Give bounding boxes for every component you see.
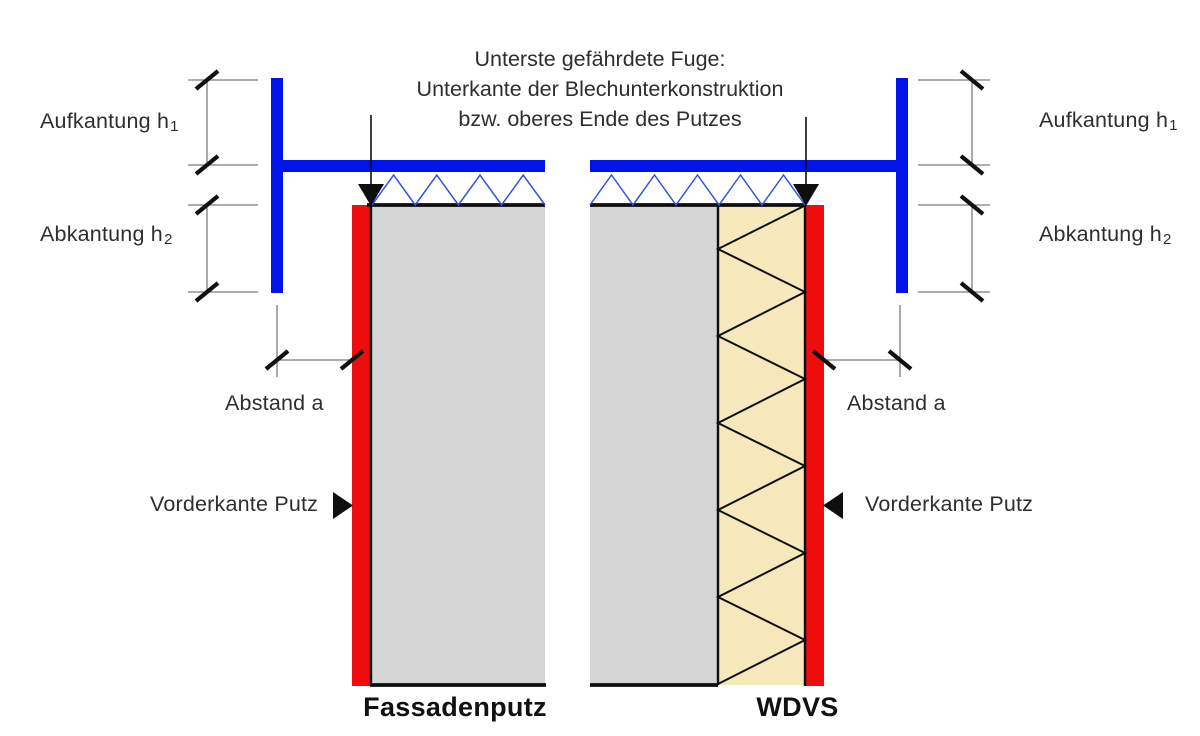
joint-leader-left — [358, 115, 384, 206]
right-profile-flange — [590, 160, 896, 172]
left-profile-upstand — [271, 78, 283, 293]
title-line-3: bzw. oberes Ende des Putzes — [458, 107, 742, 131]
tick-mark — [194, 69, 220, 91]
right-substructure-zigzag — [589, 173, 806, 207]
right-plaster-layer — [806, 205, 824, 686]
right-arrow-icon — [333, 492, 353, 519]
abkantung-subscript: 2 — [1162, 231, 1172, 249]
left-arrow-icon — [823, 492, 843, 519]
tick-mark — [194, 281, 220, 303]
tick-mark — [959, 69, 985, 91]
tick-mark — [194, 154, 220, 176]
right-wall-body — [590, 205, 718, 685]
title-line-2: Unterkante der Blechunterkonstruktion — [416, 77, 784, 101]
left-wall-body — [371, 205, 545, 685]
left-plaster-layer — [352, 205, 371, 686]
right-profile-upstand — [896, 78, 908, 293]
aufkantung-text: Aufkantung h — [40, 109, 170, 133]
label-aufkantung-right: Aufkantung h1 — [1039, 108, 1178, 134]
aufkantung-subscript: 1 — [1169, 117, 1178, 135]
aufkantung-subscript: 1 — [170, 118, 179, 136]
tick-mark — [959, 154, 985, 176]
label-vorderkante-left: Vorderkante Putz — [150, 492, 319, 516]
down-arrow-icon — [793, 184, 819, 206]
tick-mark — [264, 349, 290, 371]
tick-mark — [339, 349, 365, 371]
right-metal-profile — [590, 78, 908, 293]
left-profile-flange — [283, 160, 545, 172]
caption-fassadenputz: Fassadenputz — [363, 692, 547, 722]
label-aufkantung-left: Aufkantung h1 — [40, 109, 179, 135]
tick-mark — [811, 349, 837, 371]
tick-mark — [887, 349, 913, 371]
right-abstand-dimension — [811, 305, 913, 377]
label-abstand-left: Abstand a — [225, 391, 324, 415]
down-arrow-icon — [358, 184, 384, 206]
left-wall-section — [352, 203, 546, 687]
tick-mark — [959, 281, 985, 303]
insulation-hatch-zigzag — [715, 204, 808, 685]
right-wall-section — [590, 203, 824, 687]
tick-mark — [959, 194, 985, 216]
label-abstand-right: Abstand a — [847, 391, 946, 415]
title-line-1: Unterste gefährdete Fuge: — [474, 47, 726, 71]
left-dimension-group — [188, 69, 258, 303]
abkantung-text: Abkantung h — [1039, 222, 1162, 246]
right-dimension-group — [918, 69, 990, 303]
joint-leader-right — [793, 117, 819, 206]
abkantung-subscript: 2 — [163, 231, 173, 249]
label-abkantung-left: Abkantung h2 — [40, 222, 173, 248]
left-metal-profile — [271, 78, 545, 293]
label-vorderkante-right: Vorderkante Putz — [865, 492, 1034, 516]
left-substructure-zigzag — [371, 173, 546, 207]
caption-wdvs: WDVS — [756, 692, 839, 722]
abkantung-text: Abkantung h — [40, 222, 163, 246]
label-abkantung-right: Abkantung h2 — [1039, 222, 1172, 248]
left-abstand-dimension — [264, 305, 365, 377]
aufkantung-text: Aufkantung h — [1039, 108, 1169, 132]
diagram-title: Unterste gefährdete Fuge: Unterkante der… — [300, 44, 900, 134]
tick-mark — [194, 194, 220, 216]
